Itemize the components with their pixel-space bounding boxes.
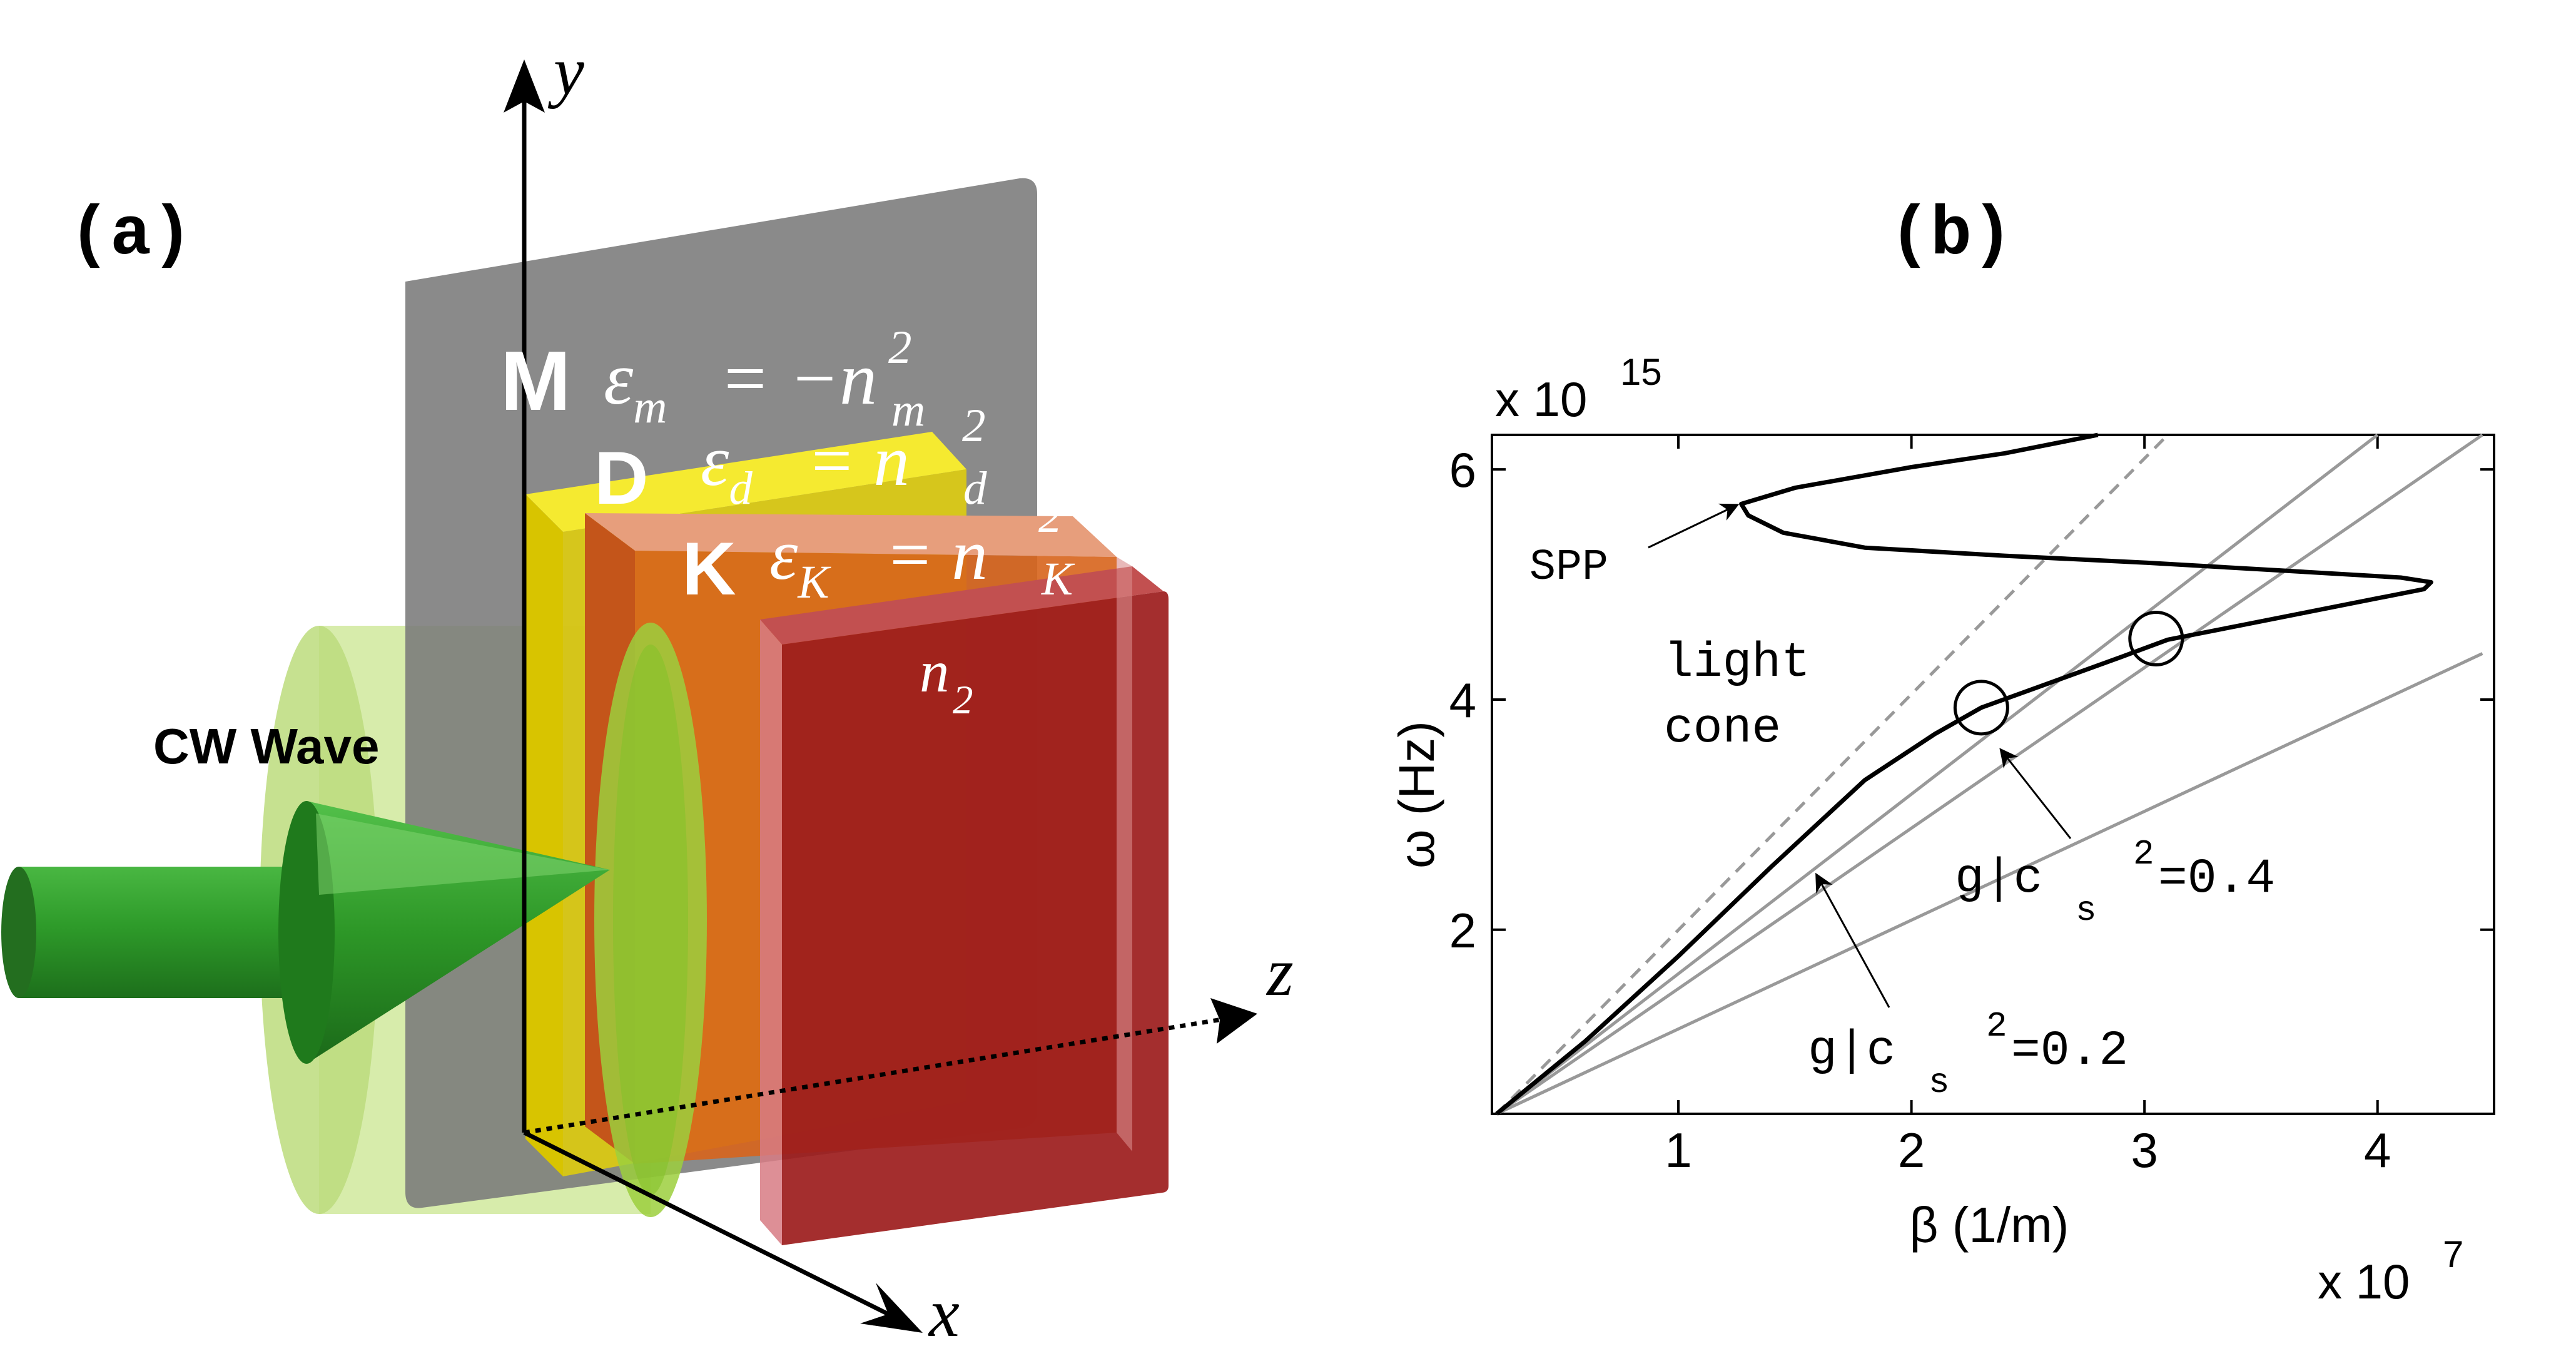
annotation-g04-pointer <box>1999 748 2072 839</box>
substrate <box>760 557 1169 1245</box>
intersection-marker <box>2128 611 2184 666</box>
svg-text:x 10: x 10 <box>2318 1254 2410 1309</box>
substrate-label: n 2 <box>920 638 973 723</box>
annotation-cone: cone <box>1664 701 1781 757</box>
svg-text:2: 2 <box>962 400 986 452</box>
svg-text:15: 15 <box>1620 351 1662 393</box>
annotation-g04: g|c s 2 =0.4 <box>1955 834 2275 930</box>
svg-text:2: 2 <box>2133 834 2154 874</box>
series-reference-line <box>1496 433 2483 1116</box>
axis-ticks: 1 2 3 4 2 4 6 <box>1449 435 2494 1178</box>
annotation-light: light <box>1664 636 1810 691</box>
layer-label-m: M εm = −n 2 m <box>500 322 925 436</box>
svg-text:=0.2: =0.2 <box>2011 1024 2128 1079</box>
x-tick-label: 1 <box>1665 1123 1691 1178</box>
svg-text:x 10: x 10 <box>1495 372 1587 427</box>
svg-text:s: s <box>1929 1063 1950 1103</box>
cw-wave-arrow <box>1 801 610 1064</box>
svg-text:2: 2 <box>953 678 973 723</box>
svg-text:= n: = n <box>807 421 910 501</box>
layer-label-d: D εd = n 2 d <box>594 400 987 520</box>
series-reference-line <box>1495 434 2169 1115</box>
panel-a-label: (a) <box>69 196 193 275</box>
svg-text:M: M <box>500 334 570 428</box>
panel-b: (b) x 10 15 x 10 7 ω (Hz) β (1/m) 1 2 3 4 2 4… <box>1389 196 2495 1309</box>
y-tick-label: 4 <box>1449 673 1476 728</box>
axis-z-label: z <box>1265 934 1294 1010</box>
axis-y-label: y <box>547 33 584 109</box>
svg-text:K: K <box>682 527 736 611</box>
plot-frame <box>1491 434 2495 1115</box>
series-layer <box>1495 432 2483 1116</box>
axis-x-label: x <box>928 1275 960 1351</box>
y-tick-label: 6 <box>1449 442 1476 497</box>
panel-a: (a) <box>1 33 1294 1351</box>
svg-text:g|c: g|c <box>1808 1024 1895 1079</box>
x-tick-label: 2 <box>1898 1123 1925 1178</box>
axis-z: z <box>524 934 1294 1135</box>
svg-text:= −n: = −n <box>719 337 877 420</box>
y-tick-label: 2 <box>1449 903 1476 958</box>
svg-text:= n: = n <box>885 515 988 594</box>
svg-text:=0.4: =0.4 <box>2158 852 2275 907</box>
svg-text:2: 2 <box>888 322 912 374</box>
svg-text:m: m <box>891 384 925 436</box>
svg-text:n: n <box>920 638 950 705</box>
annotation-g02-pointer <box>1815 872 1890 1008</box>
x-scale-label: x 10 7 <box>2318 1233 2463 1309</box>
svg-text:D: D <box>594 436 649 520</box>
y-axis-label: ω (Hz) <box>1389 721 1444 869</box>
beam-label: CW Wave <box>153 718 380 774</box>
intersection-marker <box>1953 680 2009 736</box>
annotation-spp: SPP <box>1529 543 1608 593</box>
panel-b-label: (b) <box>1889 196 2013 275</box>
axis-y: y <box>504 33 584 1133</box>
marker-layer <box>1953 611 2184 736</box>
series-reference-line <box>1496 652 2483 1116</box>
y-scale-label: x 10 15 <box>1495 351 1662 427</box>
x-tick-label: 4 <box>2364 1123 2391 1178</box>
annotation-g02: g|c s 2 =0.2 <box>1808 1006 2128 1103</box>
svg-text:g|c: g|c <box>1955 852 2042 907</box>
x-tick-label: 3 <box>2131 1123 2158 1178</box>
svg-text:2: 2 <box>1038 491 1062 543</box>
x-axis-label: β (1/m) <box>1910 1197 2069 1253</box>
svg-text:2: 2 <box>1986 1006 2007 1046</box>
svg-text:K: K <box>1041 553 1075 605</box>
svg-text:εm: εm <box>604 337 667 433</box>
svg-text:d: d <box>963 462 987 514</box>
series-reference-line <box>1495 434 2379 1115</box>
svg-text:7: 7 <box>2443 1233 2463 1275</box>
series-dispersion-curve <box>1495 432 2433 1116</box>
axis-x: x <box>523 1130 960 1351</box>
svg-text:s: s <box>2076 890 2097 930</box>
annotation-spp-pointer <box>1648 503 1740 549</box>
